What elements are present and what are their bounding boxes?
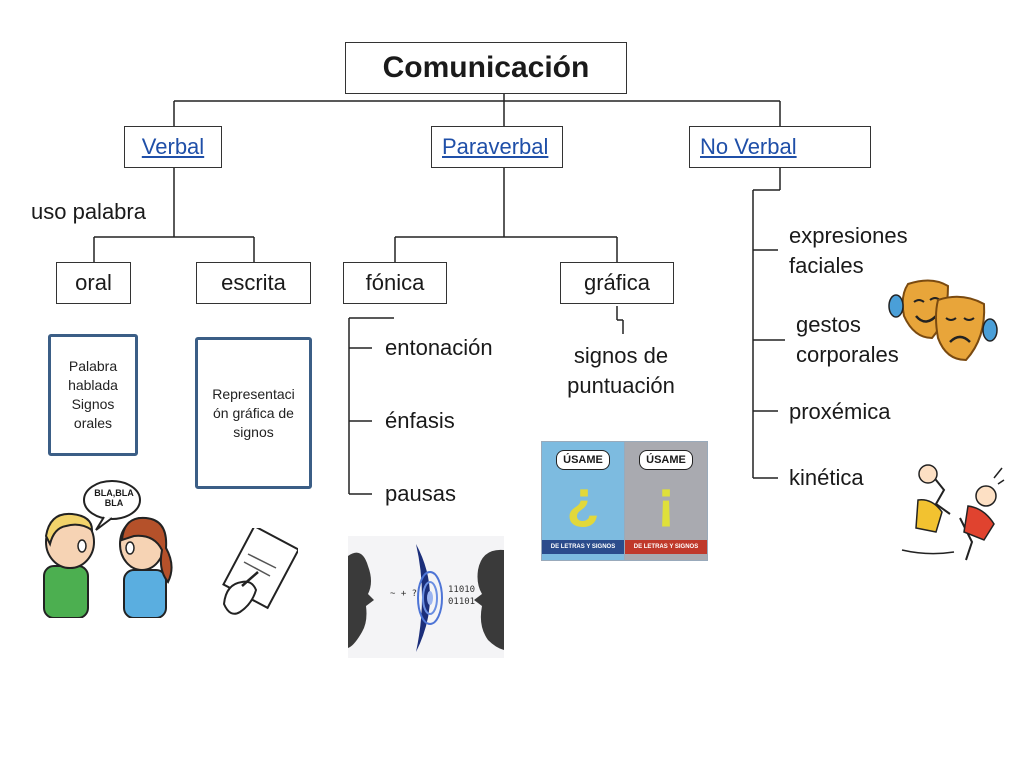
theater-masks-icon — [888, 279, 998, 362]
no-verbal-item-gestos: gestos corporales — [796, 312, 899, 367]
fonica-item-entonacion: entonación — [385, 335, 493, 360]
sound-waves-faces-illustration: ~ + ? 11010 01101 — [348, 536, 504, 658]
root-node: Comunicación — [345, 42, 627, 94]
svg-text:11010: 11010 — [448, 585, 475, 595]
speech-bubble-text: BLA,BLA BLA — [94, 488, 134, 508]
no-verbal-item-kinetica: kinética — [789, 465, 864, 490]
node-grafica-label: gráfica — [583, 270, 651, 295]
category-paraverbal[interactable]: Paraverbal — [431, 126, 563, 168]
category-no-verbal-link[interactable]: No Verbal — [700, 134, 797, 159]
poster-exclamation-footer: DE LETRAS Y SIGNOS — [625, 540, 707, 554]
category-verbal[interactable]: Verbal — [124, 126, 222, 168]
oral-description-box: Palabra hablada Signos orales — [48, 334, 138, 456]
node-fonica-label: fónica — [365, 270, 425, 295]
category-no-verbal[interactable]: No Verbal — [689, 126, 871, 168]
node-grafica: gráfica — [560, 262, 674, 304]
fonica-item-enfasis: énfasis — [385, 408, 455, 433]
category-verbal-link[interactable]: Verbal — [141, 134, 205, 159]
oral-description: Palabra hablada Signos orales — [68, 358, 118, 431]
poster-question-mark: ÚSAME ¿ DE LETRAS Y SIGNOS — [541, 441, 625, 561]
poster-exclamation-mark: ÚSAME ¡ DE LETRAS Y SIGNOS — [624, 441, 708, 561]
no-verbal-item-proxemica: proxémica — [789, 399, 891, 424]
node-fonica: fónica — [343, 262, 447, 304]
fonica-item-pausas: pausas — [385, 481, 456, 506]
escrita-description: Representaci ón gráfica de signos — [212, 385, 295, 440]
children-talking-illustration — [43, 480, 173, 618]
node-escrita-label: escrita — [221, 270, 286, 295]
svg-text:~ + ?: ~ + ? — [390, 589, 417, 599]
node-oral: oral — [56, 262, 131, 304]
grafica-item-signos: signos de puntuación — [567, 343, 675, 398]
exclamation-mark-icon: ¡ — [657, 470, 675, 530]
gesturing-figures-illustration — [901, 464, 1005, 561]
svg-text:01101: 01101 — [448, 597, 475, 607]
poster-question-header: ÚSAME — [556, 450, 610, 470]
poster-exclamation-header: ÚSAME — [639, 450, 693, 470]
node-oral-label: oral — [75, 270, 112, 295]
no-verbal-item-expresiones: expresiones faciales — [789, 223, 908, 278]
question-mark-icon: ¿ — [566, 470, 600, 530]
poster-question-footer: DE LETRAS Y SIGNOS — [542, 540, 624, 554]
escrita-description-box: Representaci ón gráfica de signos — [195, 337, 312, 489]
writing-hand-illustration — [222, 528, 298, 615]
node-escrita: escrita — [196, 262, 311, 304]
category-paraverbal-link[interactable]: Paraverbal — [442, 134, 549, 159]
verbal-note: uso palabra — [31, 199, 146, 224]
root-title: Comunicación — [382, 51, 590, 84]
